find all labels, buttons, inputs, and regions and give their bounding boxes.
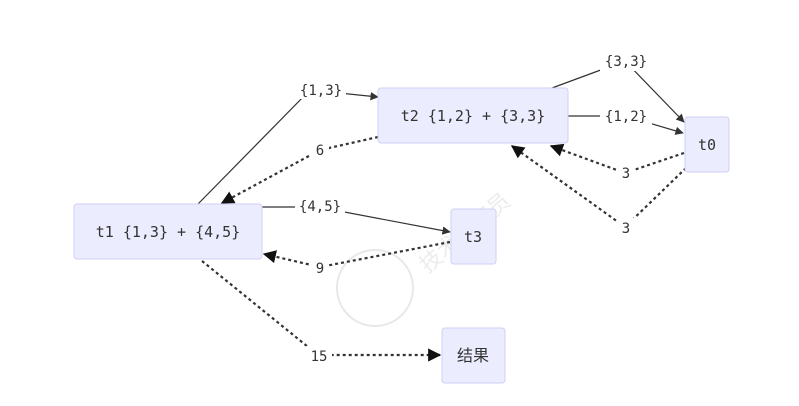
edge-label-t1-to-result: 15 [306,346,332,366]
svg-text:{4,5}: {4,5} [299,199,341,215]
node-t1-label: t1 {1,3} + {4,5} [96,223,241,241]
svg-text:9: 9 [316,261,324,277]
node-t0: t0 [684,116,730,173]
svg-text:15: 15 [311,349,328,365]
edge-label-t2-to-t0-mid: {1,2} [600,106,652,126]
svg-text:{3,3}: {3,3} [605,54,647,70]
svg-text:{1,3}: {1,3} [300,83,342,99]
edge-label-t1-to-t3: {4,5} [295,196,345,216]
edge-label-t2-to-t1: 6 [311,140,329,160]
edge-label-t1-to-t2: {1,3} [296,79,346,99]
edge-t1-to-t3 [262,206,451,235]
svg-text:{1,2}: {1,2} [605,109,647,125]
edge-t0-to-t2-b [510,145,687,229]
node-t2-label: t2 {1,2} + {3,3} [401,107,546,125]
watermark-circle-icon [336,249,414,327]
node-t1: t1 {1,3} + {4,5} [73,203,263,260]
svg-text:3: 3 [622,221,630,237]
edge-label-t0-to-t2-b: 3 [617,218,635,238]
node-result-label: 结果 [457,346,489,365]
edge-label-t0-to-t2-a: 3 [617,163,635,183]
edge-t1-to-t2 [197,89,379,205]
edge-label-t2-to-t0-top: {3,3} [600,51,652,71]
node-t3-label: t3 [464,228,482,246]
edge-label-t3-to-t1: 9 [311,258,329,278]
svg-text:3: 3 [622,166,630,182]
edge-t1-to-result [201,260,442,362]
node-t0-label: t0 [698,136,716,154]
node-result: 结果 [441,327,506,384]
edge-t2-to-t1 [220,135,379,204]
node-t3: t3 [450,208,497,265]
node-t2: t2 {1,2} + {3,3} [377,87,569,144]
svg-text:6: 6 [316,143,324,159]
